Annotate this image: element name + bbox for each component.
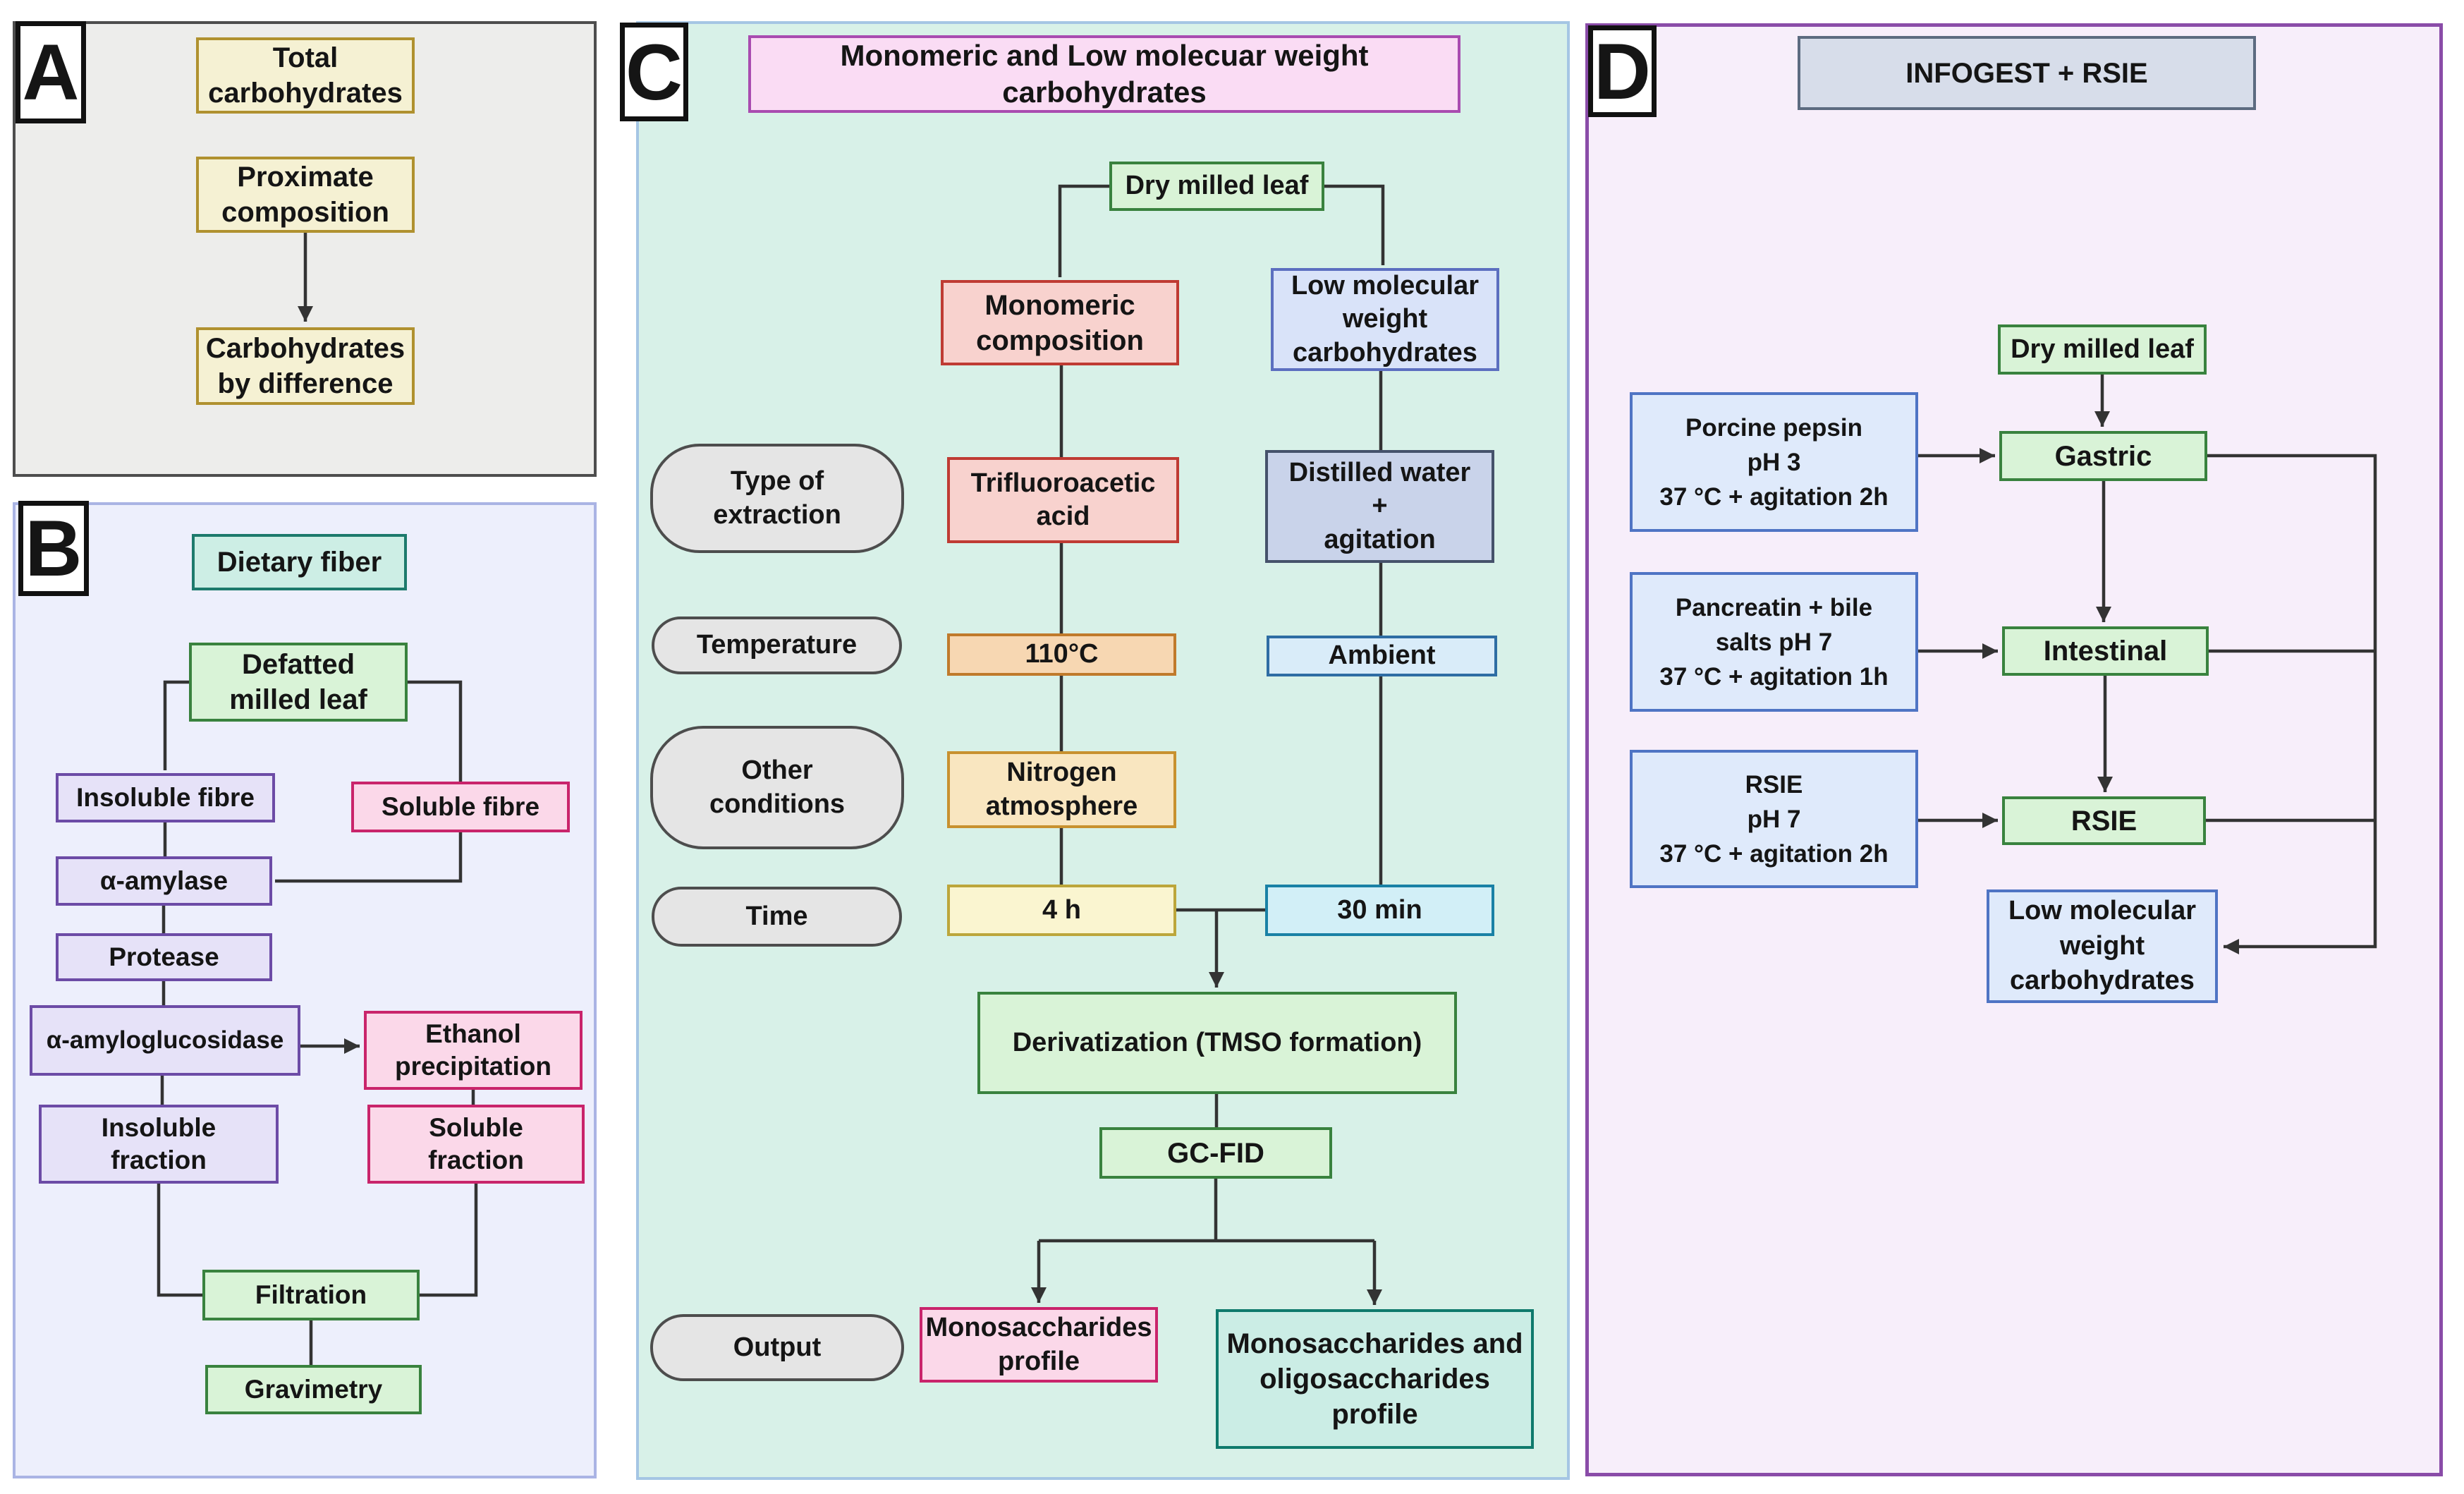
node-gastric: Gastric — [1999, 431, 2207, 481]
node-nitrogen-atmosphere: Nitrogen atmosphere — [947, 751, 1176, 828]
node-filtration: Filtration — [202, 1270, 420, 1320]
node-dry-milled-leaf-c: Dry milled leaf — [1109, 162, 1324, 211]
row-label-temperature: Temperature — [652, 617, 902, 674]
node-gc-fid: GC-FID — [1099, 1127, 1332, 1179]
node-30min: 30 min — [1265, 885, 1494, 936]
node-panel-d-title: INFOGEST + RSIE — [1798, 36, 2256, 110]
node-soluble-fraction: Soluble fraction — [367, 1105, 585, 1184]
connector-defat-to-insoluble-fibre — [163, 680, 189, 770]
node-panel-c-title: Monomeric and Low molecuar weight carboh… — [748, 35, 1460, 113]
row-label-time: Time — [652, 887, 902, 947]
node-monosaccharides-oligosaccharides-profile: Monosaccharides and oligosaccharides pro… — [1216, 1309, 1534, 1449]
panel-d-label: D — [1588, 25, 1657, 117]
connector-gcfid-split — [1039, 1179, 1374, 1243]
connector-insoluble-fraction-to-filtration — [157, 1184, 202, 1297]
node-alpha-amylase: α-amylase — [56, 856, 272, 906]
node-4h: 4 h — [947, 885, 1176, 936]
node-soluble-fibre: Soluble fibre — [351, 782, 570, 832]
row-label-other-conditions: Other conditions — [650, 726, 904, 849]
row-label-type-of-extraction: Type of extraction — [650, 444, 904, 553]
node-pancreatin-bile-conditions: Pancreatin + bile salts pH 7 37 °C + agi… — [1630, 572, 1918, 712]
panel-c-label: C — [620, 23, 688, 121]
row-label-output: Output — [650, 1314, 904, 1381]
node-trifluoroacetic-acid: Trifluoroacetic acid — [947, 457, 1179, 543]
node-total-carbohydrates: Total carbohydrates — [196, 37, 415, 114]
node-alpha-amyloglucosidase: α-amyloglucosidase — [30, 1005, 300, 1076]
node-110c: 110°C — [947, 633, 1176, 676]
node-insoluble-fraction: Insoluble fraction — [39, 1105, 279, 1184]
node-distilled-water-agitation: Distilled water + agitation — [1265, 450, 1494, 563]
node-gravimetry: Gravimetry — [205, 1365, 422, 1414]
node-intestinal: Intestinal — [2002, 626, 2209, 676]
node-ambient: Ambient — [1267, 636, 1497, 676]
node-porcine-pepsin-conditions: Porcine pepsin pH 3 37 °C + agitation 2h — [1630, 392, 1918, 532]
node-derivatization: Derivatization (TMSO formation) — [977, 992, 1457, 1094]
node-low-molecular-weight-carbohydrates-c: Low molecular weight carbohydrates — [1271, 268, 1499, 371]
panel-a-label: A — [16, 21, 86, 123]
node-protease: Protease — [56, 933, 272, 981]
node-monomeric-composition: Monomeric composition — [941, 280, 1179, 365]
panel-b-label: B — [18, 501, 89, 596]
connector-soluble-fraction-to-filtration — [420, 1184, 478, 1297]
node-ethanol-precipitation: Ethanol precipitation — [364, 1011, 583, 1090]
node-carbohydrates-by-difference: Carbohydrates by difference — [196, 327, 415, 405]
node-low-molecular-weight-carbohydrates-d: Low molecular weight carbohydrates — [1987, 889, 2218, 1003]
node-rsie-conditions: RSIE pH 7 37 °C + agitation 2h — [1630, 750, 1918, 888]
connector-gastric-to-trunk — [2207, 454, 2377, 954]
node-proximate-composition: Proximate composition — [196, 157, 415, 233]
node-dietary-fiber-title: Dietary fiber — [192, 534, 407, 590]
connector-dry-to-lmw — [1324, 184, 1385, 265]
node-defatted-milled-leaf: Defatted milled leaf — [189, 643, 408, 722]
node-dry-milled-leaf-d: Dry milled leaf — [1998, 324, 2207, 375]
node-insoluble-fibre: Insoluble fibre — [56, 773, 275, 822]
connector-dry-to-monomeric — [1058, 184, 1109, 277]
node-monosaccharides-profile: Monosaccharides profile — [920, 1307, 1158, 1383]
node-rsie: RSIE — [2002, 796, 2206, 845]
